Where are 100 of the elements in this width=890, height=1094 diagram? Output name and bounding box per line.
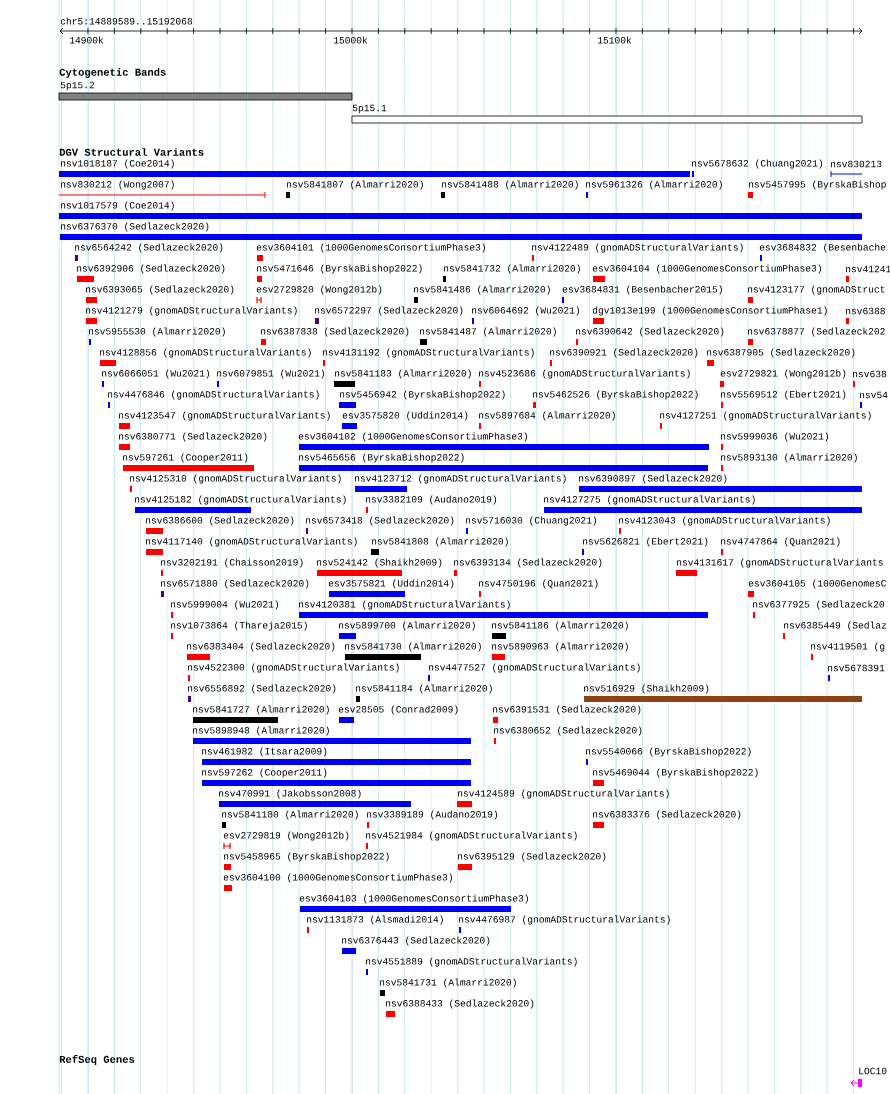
variant-feature: nsv5456942 (ByrskaBishop2022) [339, 390, 505, 408]
node-label: nsv6390921 (Sedlazeck2020) [550, 348, 698, 358]
node-label: esv3575820 (Uddin2014) [342, 411, 468, 421]
node-label: nsv5540066 (ByrskaBishop2022) [586, 747, 751, 757]
node-label: nsv5841183 (Almarri2020) [335, 369, 471, 379]
node-label: nsv5678632 (Chuang2021) [692, 159, 823, 169]
variant-feature: nsv5678632 (Chuang2021) [692, 159, 823, 177]
variant-feature: nsv5841488 (Almarri2020) [441, 180, 578, 198]
variant-feature: nsv4123177 (gnomADStruct [748, 285, 885, 303]
node-label: nsv4551889 (gnomADStructuralVariants) [366, 957, 577, 967]
variant-feature: esv28505 (Conrad2009) [338, 705, 458, 723]
variant-feature: nsv4119501 (g [811, 642, 885, 660]
variant-feature: nsv638 [853, 370, 887, 387]
node-label: nsv524142 (Shaikh2009) [317, 558, 442, 568]
node-label: nsv4747864 (Quan2021) [721, 537, 840, 547]
variant-feature: nsv6390897 (Sedlazeck2020) [579, 474, 862, 492]
node-label: nsv461982 (Itsara2009) [202, 747, 327, 757]
variant-feature: nsv6393065 (Sedlazeck2020) [86, 285, 234, 303]
node-label: nsv3389189 (Audano2019) [367, 810, 498, 820]
node-label: nsv5999036 (Wu2021) [721, 432, 829, 442]
variant-feature: esv3684831 (Besenbacher2015) [562, 285, 722, 303]
variant-feature: nsv6391531 (Sedlazeck2020) [493, 705, 641, 723]
variant-feature: nsv6380771 (Sedlazeck2020) [119, 432, 267, 450]
variant-feature: esv3604102 (1000GenomesConsortiumPhase3) [298, 432, 709, 450]
node-label: esv3684832 (Besenbache [759, 243, 886, 253]
variant-feature: esv2729819 (Wong2012b) [223, 831, 349, 850]
node-label: nsv4131617 (gnomADStructuralVariants [677, 558, 883, 568]
node-label: nsv5961326 (Almarri2020) [586, 180, 722, 190]
coordinate-label: chr5:14889589..15192068 [60, 17, 193, 25]
variant-feature: nsv1018187 (Coe2014) [59, 159, 690, 177]
variant-feature: nsv4477527 (gnomADStructuralVariants) [428, 663, 640, 681]
node-label: nsv6066051 (Wu2021) [102, 369, 210, 379]
node-label: nsv6388 [846, 307, 885, 315]
node-label: nsv4476846 (gnomADStructuralVariants) [108, 390, 319, 400]
node-label: nsv4120381 (gnomADStructuralVariants) [299, 600, 510, 610]
variant-feature: nsv1017579 (Coe2014) [59, 201, 862, 219]
variant-feature: nsv5626821 (Ebert2021) [582, 537, 708, 555]
variant-feature: nsv516929 (Shaikh2009) [584, 684, 862, 702]
node-label: nsv6383404 (Sedlazeck2020) [187, 642, 335, 652]
variant-feature: nsv4521984 (gnomADStructuralVariants) [366, 831, 577, 849]
variant-feature: nsv4127275 (gnomADStructuralVariants) [544, 495, 862, 513]
node-label: nsv6392906 (Sedlazeck2020) [77, 264, 225, 274]
node-label: nsv5890963 (Almarri2020) [492, 642, 628, 652]
node-label: nsv6564242 (Sedlazeck2020) [75, 243, 223, 253]
variant-feature: nsv5955530 (Almarri2020) [89, 327, 225, 345]
node-label: esv3604104 (1000GenomesConsortiumPhase3) [592, 264, 821, 274]
variant-feature: nsv5999004 (Wu2021) [171, 600, 278, 618]
variant-feature: nsv6572297 (Sedlazeck2020) [315, 306, 463, 324]
variant-feature: nsv4523686 (gnomADStructuralVariants) [479, 369, 690, 387]
variant-feature: nsv6556892 (Sedlazeck2020) [188, 684, 336, 702]
variant-feature: nsv4125310 (gnomADStructuralVariants) [130, 474, 341, 492]
variant-feature: nsv6385449 (Sedlaz [783, 621, 887, 639]
variant-feature: nsv5841732 (Almarri2020) [443, 264, 580, 282]
variant-feature: nsv5458965 (ByrskaBishop2022) [224, 852, 389, 870]
variant-feature: nsv6376370 (Sedlazeck2020) [60, 222, 862, 240]
variant-feature: nsv1073864 (Thareja2015) [171, 621, 307, 639]
variant-feature: nsv5841807 (Almarri2020) [286, 180, 423, 198]
node-label: esv3604103 (1000GenomesConsortiumPhase3) [299, 894, 528, 904]
variant-feature: nsv5841731 (Almarri2020) [380, 978, 516, 996]
node-label: nsv6395129 (Sedlazeck2020) [458, 852, 606, 862]
node-label: nsv6393065 (Sedlazeck2020) [86, 285, 234, 295]
node-label: nsv4131192 (gnomADStructuralVariants) [323, 348, 534, 358]
track-title: Cytogenetic Bands [59, 68, 166, 78]
variant-feature: nsv830212 (Wong2007) [58, 180, 266, 199]
node-label: nsv516929 (Shaikh2009) [584, 684, 709, 694]
node-label: dgv1013e199 (1000GenomesConsortiumPhase1) [592, 306, 827, 316]
variant-feature: nsv4747864 (Quan2021) [721, 537, 840, 555]
scale-label: 14900k [69, 36, 104, 44]
node-label: nsv5841807 (Almarri2020) [287, 180, 423, 190]
variant-feature: nsv5841486 (Almarri2020) [414, 285, 550, 303]
node-label: nsv5841486 (Almarri2020) [414, 285, 550, 295]
variant-feature: nsv6383404 (Sedlazeck2020) [187, 642, 335, 660]
node-label: nsv6376443 (Sedlazeck2020) [342, 936, 490, 946]
node-label: nsv4750196 (Quan2021) [479, 579, 598, 589]
node-label: nsv6064692 (Wu2021) [472, 306, 580, 316]
variant-feature: nsv4121279 (gnomADStructuralVariants) [86, 306, 297, 324]
variant-feature: esv2729821 (Wong2012b) [720, 369, 846, 387]
node-label: nsv638 [853, 370, 887, 378]
node-label: nsv5471646 (ByrskaBishop2022) [257, 264, 422, 274]
variant-feature: nsv6387838 (Sedlazeck2020) [261, 327, 409, 345]
node-label: esv28505 (Conrad2009) [338, 705, 458, 715]
variant-feature: esv3684832 (Besenbache [759, 243, 886, 261]
node-label: esv3575821 (Uddin2014) [328, 579, 454, 589]
variant-feature: esv3604103 (1000GenomesConsortiumPhase3) [299, 894, 528, 912]
node-label: nsv4477527 (gnomADStructuralVariants) [429, 663, 640, 673]
variant-feature: nsv6383376 (Sedlazeck2020) [593, 810, 741, 828]
node-label: nsv5899700 (Almarri2020) [339, 621, 475, 631]
variant-feature: nsv6573418 (Sedlazeck2020) [306, 516, 454, 534]
variant-feature: nsv5462526 (ByrskaBishop2022) [533, 390, 698, 408]
node-label: nsv4123547 (gnomADStructuralVariants) [119, 411, 330, 421]
node-label: nsv54 [860, 391, 888, 399]
variant-feature: esv3604101 (1000GenomesConsortiumPhase3) [256, 243, 485, 261]
node-label: nsv4117140 (gnomADStructuralVariants) [146, 537, 357, 547]
variant-feature: esv3604100 (1000GenomesConsortiumPhase3) [223, 873, 452, 891]
variant-feature: nsv597261 (Cooper2011) [123, 453, 254, 471]
variant-feature: nsv4551889 (gnomADStructuralVariants) [366, 957, 577, 975]
variant-feature: nsv4120381 (gnomADStructuralVariants) [299, 600, 708, 618]
node-label: nsv1018187 (Coe2014) [61, 159, 174, 169]
node-label: nsv1131873 (Alsmadi2014) [307, 915, 443, 925]
node-label: nsv597261 (Cooper2011) [123, 453, 248, 463]
